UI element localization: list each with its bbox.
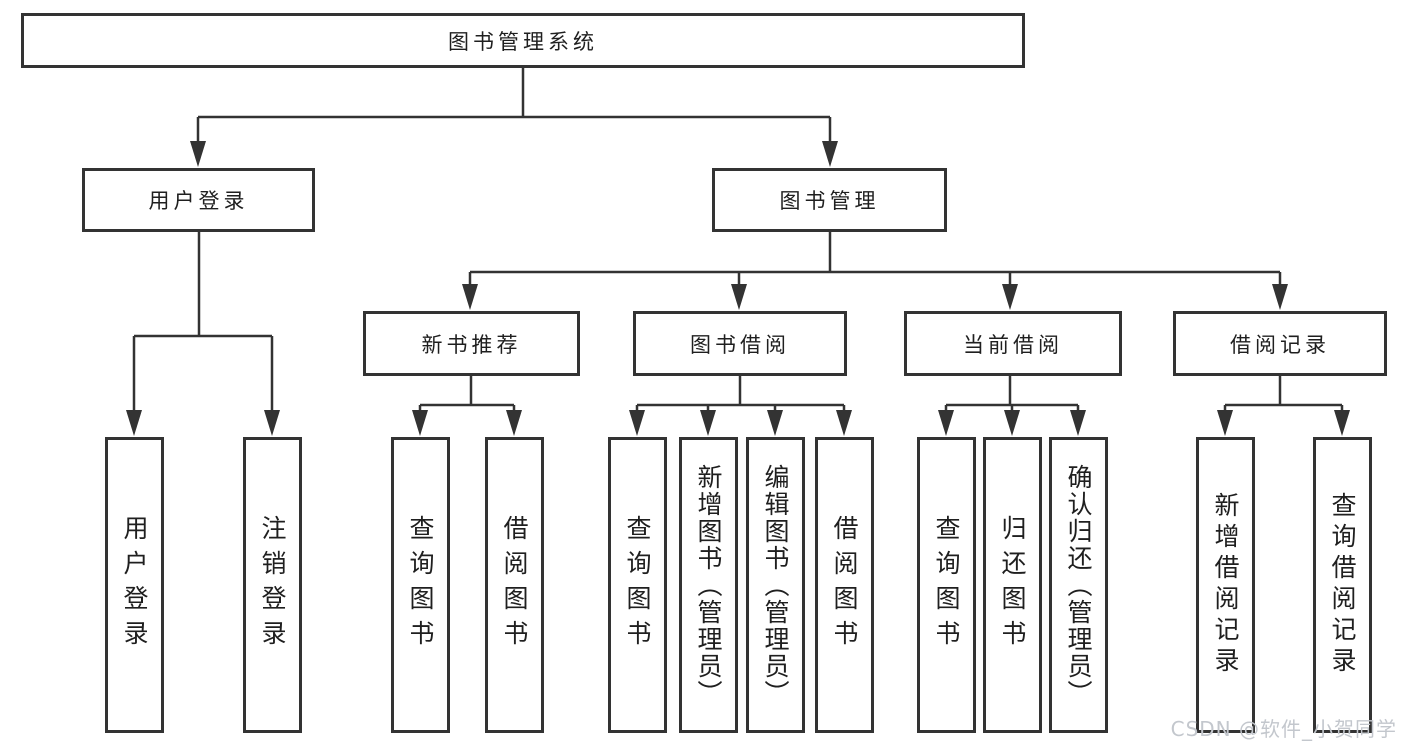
- node-current-borrow-label: 当前借阅: [963, 332, 1063, 357]
- connector-borrowrecord-to-leaves: [1217, 376, 1350, 436]
- node-current-borrow: 当前借阅: [904, 311, 1122, 376]
- leaf-add-books-admin: 新增图书（管理员）: [679, 437, 738, 733]
- leaf-return-books: 归还图书: [983, 437, 1042, 733]
- connector-root-to-level2: [190, 68, 838, 167]
- leaf-add-borrow-record: 新增借阅记录: [1196, 437, 1255, 733]
- leaf-confirm-return-admin: 确认归还（管理员）: [1049, 437, 1108, 733]
- leaf-edit-books-admin: 编辑图书（管理员）: [746, 437, 805, 733]
- leaf-add-borrow-record-label: 新增借阅记录: [1211, 492, 1240, 678]
- node-library-system-label: 图书管理系统: [448, 29, 598, 54]
- leaf-logout: 注销登录: [243, 437, 302, 733]
- node-book-borrow-label: 图书借阅: [690, 332, 790, 357]
- node-borrow-records: 借阅记录: [1173, 311, 1387, 376]
- node-new-book-recommend: 新书推荐: [363, 311, 580, 376]
- leaf-query-books-borrow: 查询图书: [608, 437, 667, 733]
- leaf-query-borrow-record-label: 查询借阅记录: [1328, 492, 1357, 678]
- csdn-watermark: CSDN @软件_小贺同学: [1170, 717, 1397, 741]
- leaf-query-borrow-record: 查询借阅记录: [1313, 437, 1372, 733]
- leaf-confirm-return-admin-label: 确认归还（管理员）: [1064, 463, 1093, 707]
- node-new-book-recommend-label: 新书推荐: [421, 332, 522, 357]
- connector-currentborrow-to-leaves: [938, 376, 1086, 436]
- connector-bookmgmt-to-level3: [462, 232, 1288, 310]
- node-book-borrow: 图书借阅: [633, 311, 847, 376]
- leaf-logout-label: 注销登录: [258, 515, 287, 655]
- leaf-borrow-books-label: 借阅图书: [830, 515, 859, 655]
- connector-bookborrow-to-leaves: [629, 376, 852, 436]
- node-user-login: 用户登录: [82, 168, 315, 232]
- leaf-query-books-current-label: 查询图书: [932, 515, 961, 655]
- leaf-query-books-current: 查询图书: [917, 437, 976, 733]
- node-user-login-label: 用户登录: [148, 189, 249, 213]
- leaf-user-login-label: 用户登录: [120, 515, 149, 655]
- leaf-edit-books-admin-label: 编辑图书（管理员）: [761, 463, 790, 707]
- leaf-return-books-label: 归还图书: [998, 515, 1027, 655]
- node-library-system: 图书管理系统: [21, 13, 1025, 68]
- connector-newbook-to-leaves: [412, 376, 522, 436]
- leaf-query-books-borrow-label: 查询图书: [623, 515, 652, 655]
- leaf-borrow-books-recommend-label: 借阅图书: [500, 515, 529, 655]
- node-borrow-records-label: 借阅记录: [1230, 332, 1330, 357]
- leaf-add-books-admin-label: 新增图书（管理员）: [694, 463, 723, 707]
- node-book-management-label: 图书管理: [779, 189, 880, 213]
- leaf-user-login: 用户登录: [105, 437, 164, 733]
- connector-userlogin-to-leaves: [126, 232, 280, 436]
- node-book-management: 图书管理: [712, 168, 947, 232]
- leaf-query-books-recommend-label: 查询图书: [406, 515, 435, 655]
- leaf-borrow-books: 借阅图书: [815, 437, 874, 733]
- leaf-query-books-recommend: 查询图书: [391, 437, 450, 733]
- leaf-borrow-books-recommend: 借阅图书: [485, 437, 544, 733]
